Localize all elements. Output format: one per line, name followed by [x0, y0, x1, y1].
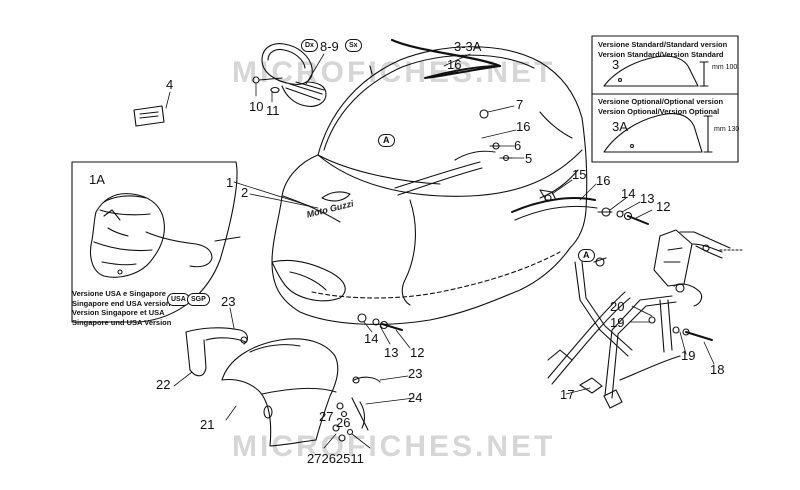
standard-version-ref: 3	[612, 57, 620, 72]
optional-version-header: Versione Optional/Optional version Versi…	[598, 97, 724, 116]
callout-1: 1	[226, 175, 234, 190]
right-fasteners	[597, 207, 649, 225]
callout-16-top: 16	[447, 57, 462, 72]
windscreen	[317, 38, 583, 185]
callout-7: 7	[516, 97, 524, 112]
marker-a-frame: A	[578, 249, 595, 262]
side-label-left: Sx	[345, 39, 362, 52]
fairing-support-frame	[547, 257, 713, 409]
callout-23-left: 23	[221, 294, 236, 309]
callout-15: 15	[572, 167, 587, 182]
usa-inset	[71, 161, 241, 323]
callout-21: 21	[200, 417, 215, 432]
standard-version-dim: mm 100	[712, 64, 738, 71]
usa-inset-ref: 1A	[89, 172, 105, 187]
callout-13-right: 13	[640, 191, 655, 206]
usa-inset-text: Versione USA e Singapore Singapore end U…	[72, 289, 172, 327]
callout-14-right: 14	[621, 186, 636, 201]
mudguard-bracket	[185, 327, 249, 377]
optional-version-dim: mm 130	[714, 126, 740, 133]
callout-16-right: 16	[596, 173, 611, 188]
callout-2: 2	[241, 185, 249, 200]
leader-lines	[165, 53, 715, 449]
lower-fasteners	[357, 313, 403, 331]
versions-inset	[591, 35, 739, 163]
callout-14-bottom: 14	[364, 331, 379, 346]
front-fairing	[271, 111, 598, 325]
callout-6: 6	[514, 138, 522, 153]
callout-11-top: 11	[266, 103, 280, 118]
callout-19-left: 19	[610, 315, 625, 330]
standard-version-header: Versione Standard/Standard version Versi…	[598, 40, 728, 59]
callout-17: 17	[560, 387, 575, 402]
badge-sgp: SGP	[187, 293, 210, 306]
callout-8-9: 8-9	[320, 39, 339, 54]
watermark-bottom: MICROFICHES.NET	[232, 430, 556, 463]
callout-24: 24	[408, 390, 423, 405]
callout-19-right: 19	[681, 348, 696, 363]
callout-27-26-25-11: 27262511	[307, 451, 364, 466]
callout-22: 22	[156, 377, 171, 392]
callout-5: 5	[525, 151, 533, 166]
callout-20: 20	[610, 299, 625, 314]
callout-12-bottom: 12	[410, 345, 425, 360]
callout-12-right: 12	[656, 199, 671, 214]
side-label-right: Dx	[301, 39, 318, 52]
decal-plate	[133, 105, 165, 127]
marker-a-windscreen: A	[378, 134, 395, 147]
callout-26-upper: 26	[336, 415, 351, 430]
headlight-bracket	[653, 229, 743, 287]
eagle-emblem	[321, 191, 351, 202]
callout-3-3a: 3-3A	[454, 39, 482, 54]
callout-4: 4	[166, 77, 174, 92]
mirror-assembly	[252, 43, 327, 107]
mudguard-hardware	[332, 376, 381, 442]
callout-23-right: 23	[408, 366, 423, 381]
callout-27-upper: 27	[319, 409, 334, 424]
optional-version-ref: 3A	[612, 119, 628, 134]
callout-10: 10	[249, 99, 264, 114]
watermark-top: MICROFICHES.NET	[232, 56, 556, 89]
callout-16-mid: 16	[516, 119, 531, 134]
front-mudguard	[221, 338, 339, 447]
callout-13-bottom: 13	[384, 345, 399, 360]
callout-18: 18	[710, 362, 725, 377]
